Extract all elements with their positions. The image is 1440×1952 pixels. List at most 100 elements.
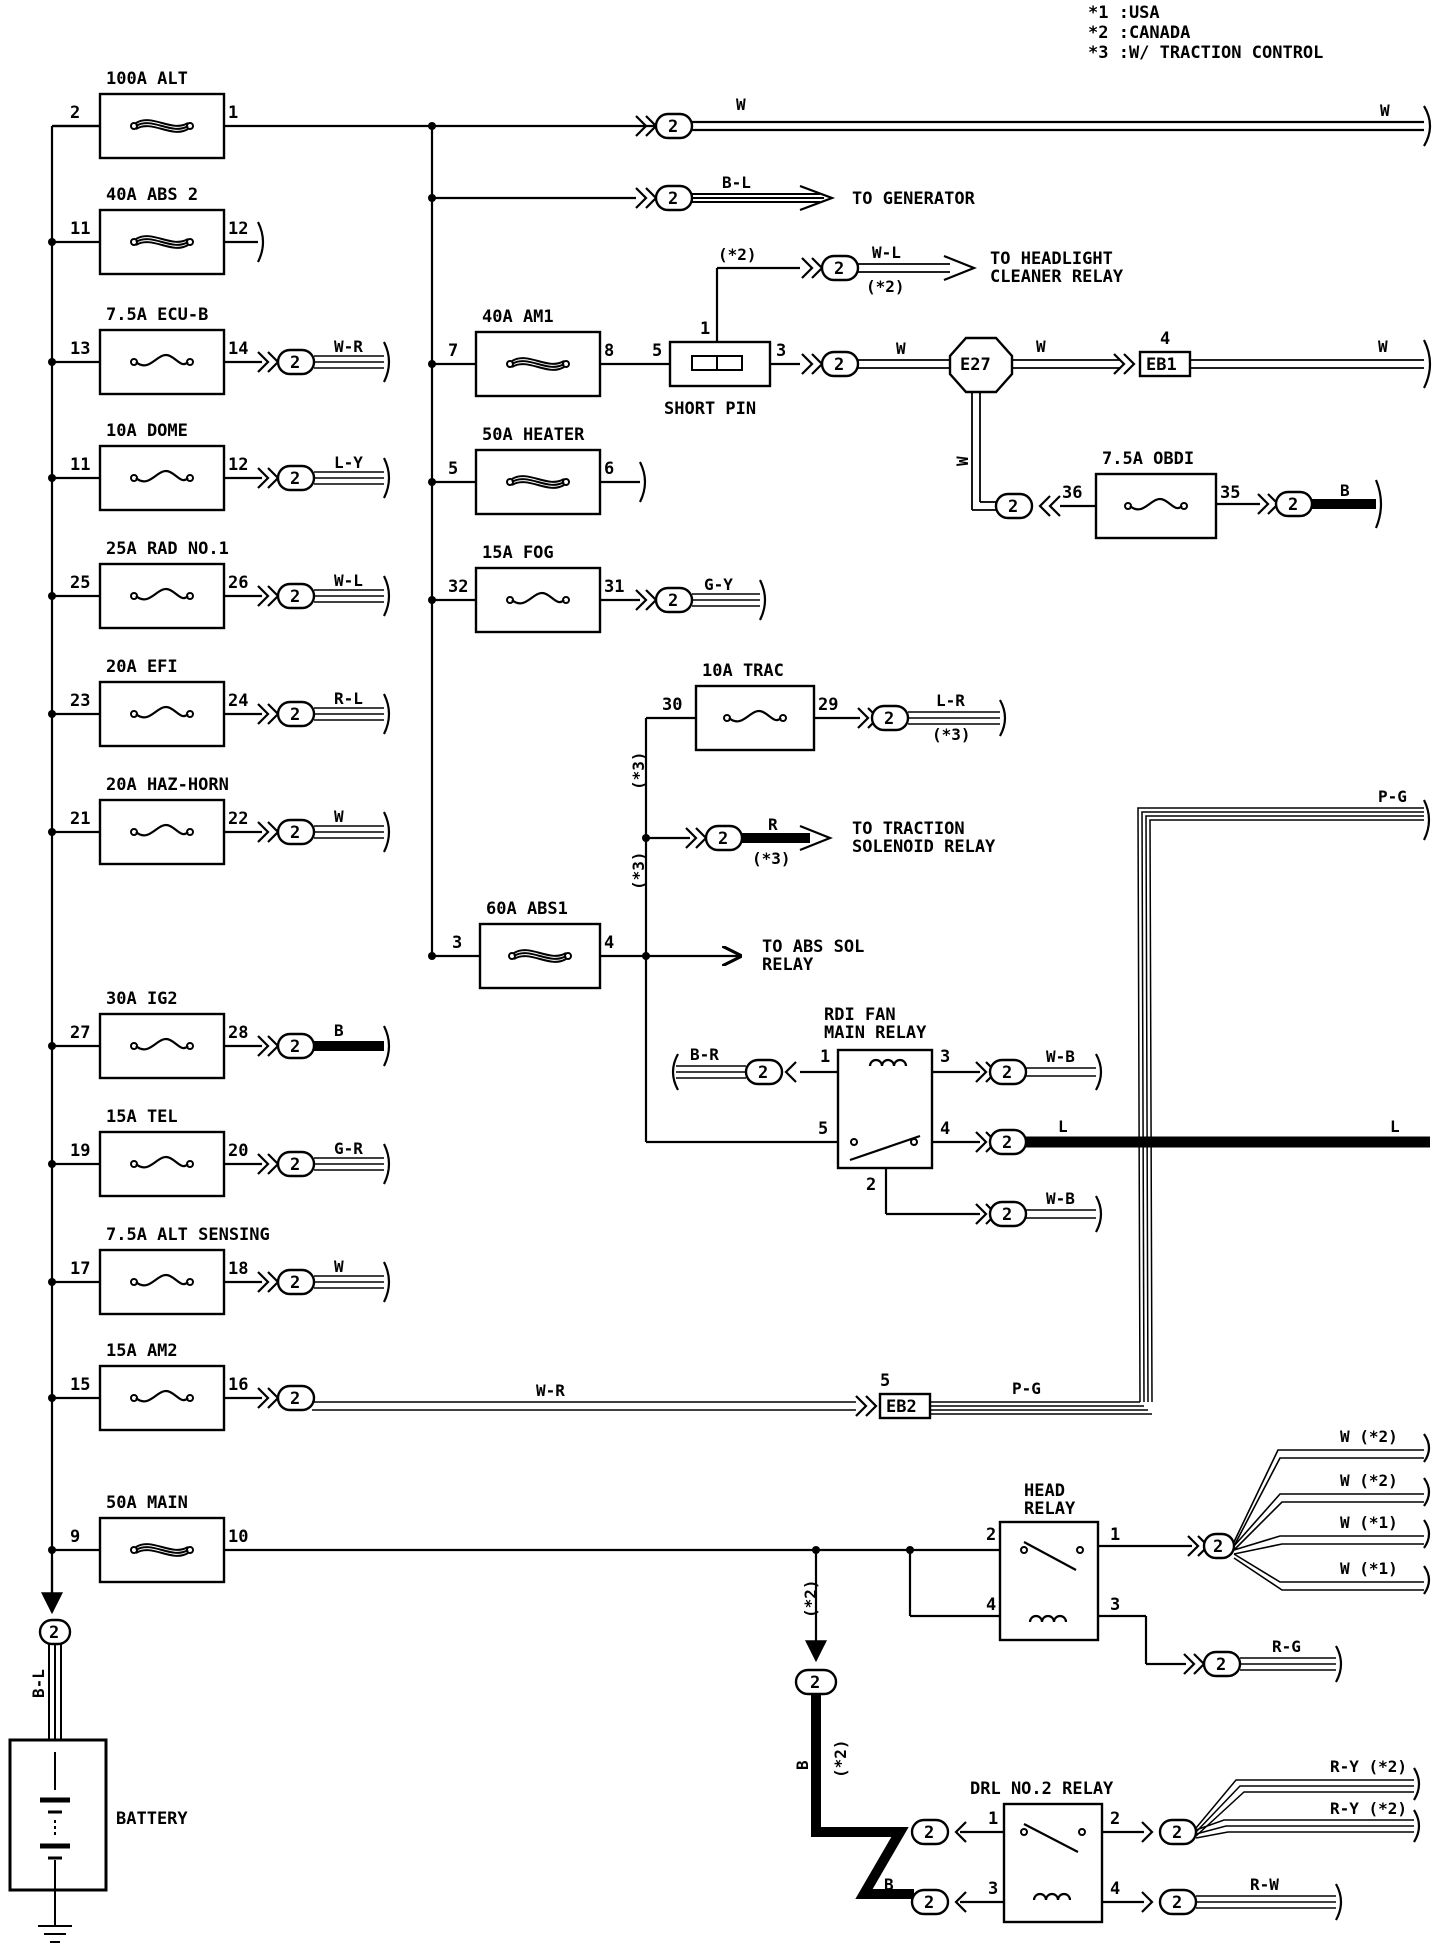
trac-branch: (*3) (*3) 2 R (*3) TO TRACTION SOLENOID … [629, 691, 1007, 1142]
connector-label: 2 [290, 1037, 300, 1057]
variant-note: (*3) [752, 849, 791, 868]
fuse-label: 10A DOME [106, 421, 188, 441]
connector-label: 2 [1172, 1893, 1182, 1913]
destination-label: TO HEADLIGHT [990, 249, 1113, 269]
wire-break-icon [639, 461, 647, 503]
fuse-label: 40A AM1 [482, 307, 554, 327]
pin-number: 1 [228, 103, 238, 123]
wire-color: L [1390, 1117, 1400, 1136]
relay-label: DRL NO.2 RELAY [970, 1779, 1114, 1799]
connector-label: 2 [1008, 497, 1018, 517]
junction-dot [48, 1042, 56, 1050]
connector-label: 2 [758, 1063, 768, 1083]
wire [1195, 1819, 1414, 1839]
fuse-box [98, 1364, 226, 1432]
wire-break-icon [1095, 1053, 1103, 1091]
wire-color: W [736, 95, 746, 114]
variant-note: (*2) [831, 1739, 850, 1778]
pin-number: 14 [228, 339, 248, 359]
connector-2 [820, 350, 860, 378]
relay-switch [1023, 1823, 1079, 1853]
wire-color: P-G [1012, 1379, 1041, 1398]
fuse-label: 25A RAD NO.1 [106, 539, 229, 559]
fuse-label: 50A HEATER [482, 425, 585, 445]
fuse-box [98, 1516, 226, 1584]
pin-number: 13 [70, 339, 90, 359]
wire-break-icon [1423, 1433, 1431, 1595]
fusible-link-icon [513, 952, 567, 960]
wire-heavy [811, 1694, 914, 1899]
connector-label: 2 [1002, 1205, 1012, 1225]
wire [1145, 815, 1424, 1403]
rdi-fan-main-relay: RDI FAN MAIN RELAY 1 3 5 4 2 2 B-R 2 W-B [646, 1005, 1430, 1233]
wire-color: W-B [1046, 1189, 1075, 1208]
connector-eb1 [1138, 350, 1192, 378]
relay-switch [1023, 1541, 1077, 1571]
variant-note: (*3) [629, 751, 648, 790]
wire-break-icon [383, 693, 391, 735]
fusible-link-icon [135, 1549, 189, 1557]
connector-label: 2 [290, 705, 300, 725]
fusible-link-icon [511, 360, 565, 368]
pin-number: 27 [70, 1023, 90, 1043]
fuse-icon [135, 469, 189, 483]
wire [1149, 819, 1424, 1403]
fusible-link-icon [135, 1546, 189, 1554]
fuse-label: 7.5A ECU-B [106, 305, 208, 325]
wire-color: W (*2) [1340, 1471, 1398, 1490]
connector-label: 2 [290, 1273, 300, 1293]
fuse-box [98, 328, 226, 396]
to-generator: 2 B-L TO GENERATOR [428, 173, 976, 212]
connector-eb2 [878, 1392, 932, 1420]
fusible-link-icon [511, 475, 565, 483]
fusible-link-icon [513, 949, 567, 957]
pin-number: 18 [228, 1259, 248, 1279]
junction-dot [48, 1278, 56, 1286]
fuse-icon [135, 587, 189, 601]
wire-color: B-L [722, 173, 751, 192]
pin-number: 4 [1160, 329, 1170, 349]
variant-note: (*2) [866, 277, 905, 296]
connector-label: EB1 [1146, 355, 1177, 375]
wire-break-icon [383, 811, 391, 853]
pin-number: 3 [452, 933, 462, 953]
destination-label: TO TRACTION [852, 819, 965, 839]
wire-color: W-R [334, 337, 363, 356]
junction-dot [48, 710, 56, 718]
chevron-icon [801, 257, 824, 279]
chevron-icon [635, 187, 658, 209]
pin-number: 3 [988, 1879, 998, 1899]
pin-number: 21 [70, 809, 90, 829]
pin-number: 6 [604, 459, 614, 479]
connector-2 [994, 492, 1034, 520]
fuse-label: 15A FOG [482, 543, 554, 563]
junction-dot [48, 1394, 56, 1402]
connector-label: 2 [1002, 1063, 1012, 1083]
legend-line-1: *1 :USA [1088, 3, 1160, 23]
legend: *1 :USA *2 :CANADA *3 :W/ TRACTION CONTR… [1088, 3, 1323, 63]
contact-point [1076, 1546, 1084, 1554]
chevron-icon [1183, 1653, 1206, 1675]
pin-number: 5 [448, 459, 458, 479]
pin-number: 5 [880, 1371, 890, 1391]
wire-color: W [953, 456, 972, 466]
wire-color: L [1058, 1117, 1068, 1136]
fuse-icon [135, 353, 189, 367]
coil-icon [868, 1058, 908, 1067]
pin-number: 20 [228, 1141, 248, 1161]
chevron-icon [1141, 1891, 1154, 1913]
wire-color: W-R [536, 1381, 565, 1400]
wire-color: B [334, 1021, 344, 1040]
alt-output-right: 2 W W [635, 95, 1432, 147]
pin-number: 32 [448, 577, 468, 597]
short-pin-label: SHORT PIN [664, 399, 756, 419]
wire-color: R-W [1250, 1875, 1279, 1894]
wire-color: W [896, 339, 906, 358]
connector-label: 2 [668, 189, 678, 209]
